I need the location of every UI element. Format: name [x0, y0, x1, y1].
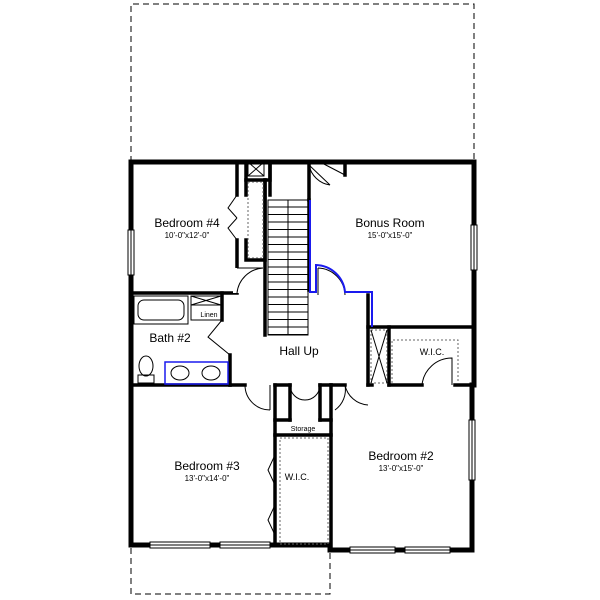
- bedroom3-size: 13'-0"x14'-0": [185, 474, 230, 483]
- bath2-label: Bath #2: [149, 331, 191, 345]
- stair-treads: [268, 206, 308, 335]
- bedroom2-label: Bedroom #2: [368, 449, 434, 463]
- bedroom3-label: Bedroom #3: [174, 459, 240, 473]
- linen-closet: [190, 295, 222, 321]
- bonus-room-size: 15'-0"x15'-0": [368, 231, 413, 240]
- bonus-room-label: Bonus Room: [355, 216, 424, 230]
- staircase: [267, 199, 373, 336]
- dashed-outline-top: [130, 3, 475, 162]
- doors: [207, 161, 453, 536]
- hall-label: Hall Up: [279, 344, 319, 358]
- vanity: [164, 361, 229, 385]
- closet-outlines: [247, 181, 459, 545]
- bedroom2-size: 13'-0"x15'-0": [379, 464, 424, 473]
- bathtub: [133, 295, 189, 325]
- linen-label: Linen: [200, 312, 217, 319]
- bedroom4-label: Bedroom #4: [154, 216, 220, 230]
- toilet: [137, 355, 155, 384]
- dashed-outline-bottom: [130, 548, 331, 595]
- window-markers-hall: [247, 161, 265, 177]
- bedroom4-size: 10'-0"x12'-0": [165, 231, 210, 240]
- storage-label: Storage: [291, 426, 316, 433]
- wic-center-label: W.I.C.: [285, 472, 310, 482]
- wic-right-label: W.I.C.: [420, 347, 445, 357]
- windows: [127, 224, 478, 554]
